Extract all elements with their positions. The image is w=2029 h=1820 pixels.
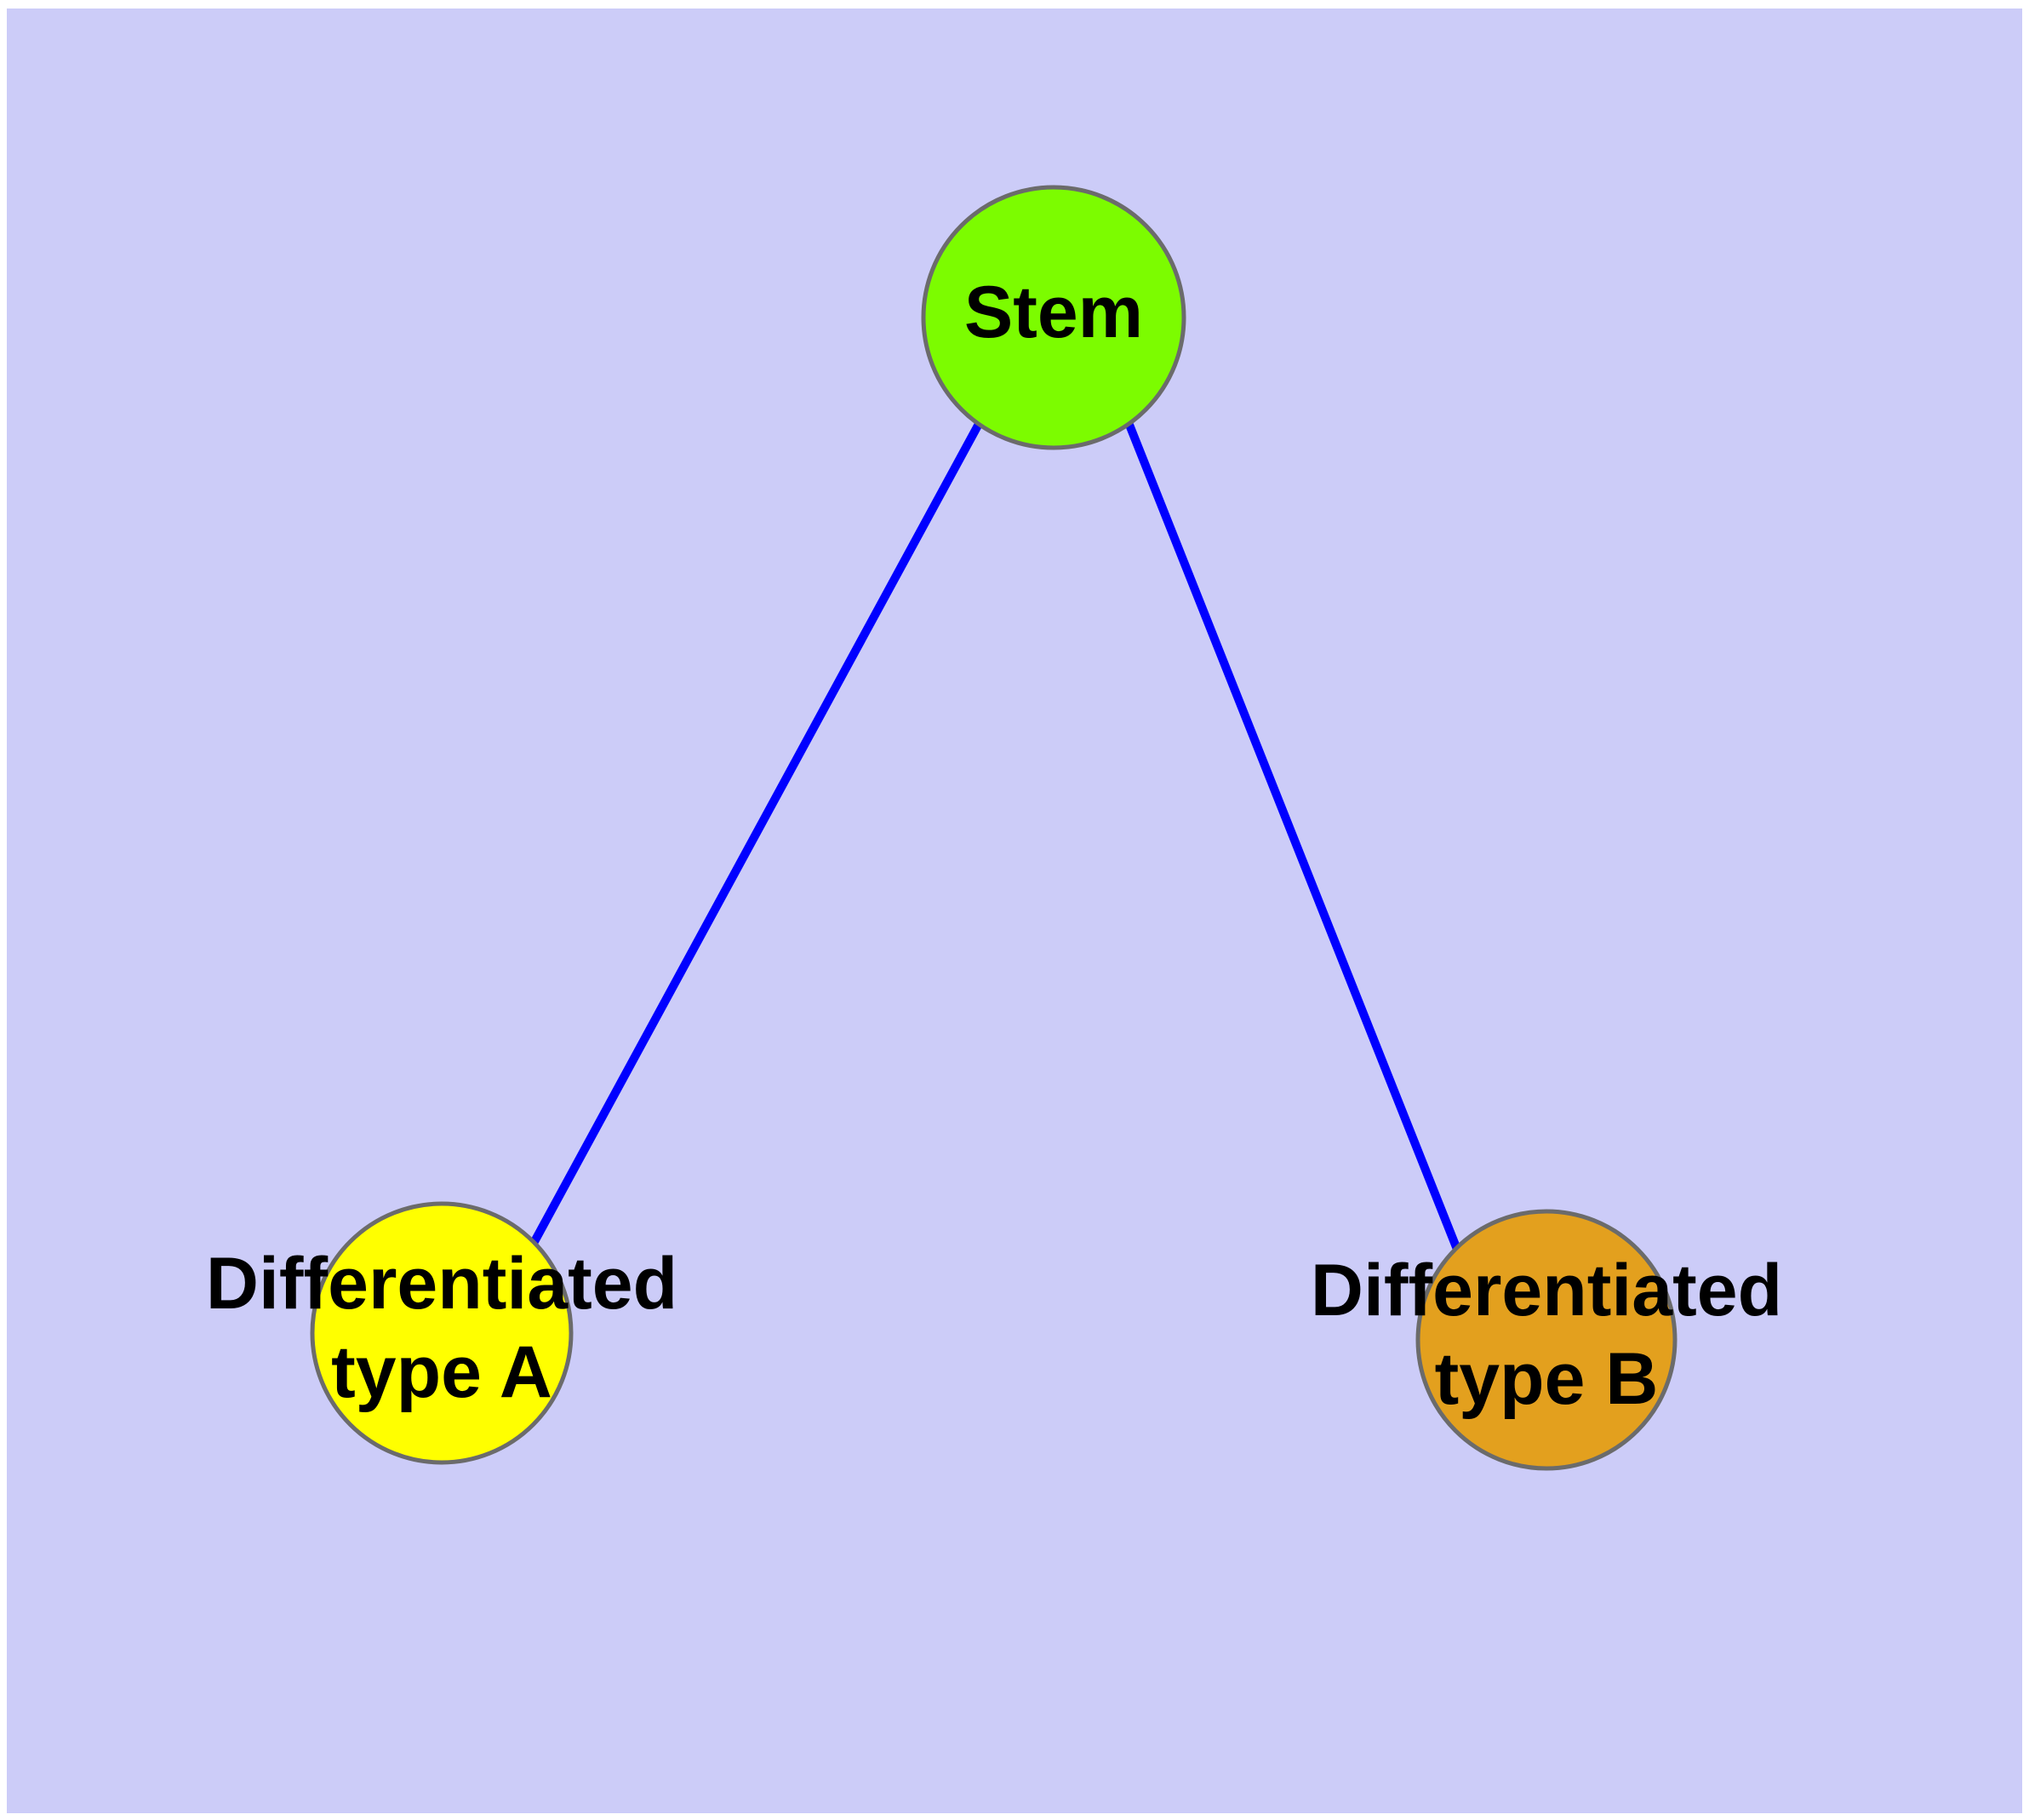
graph-node-diff_a[interactable] xyxy=(310,1201,574,1465)
graph-node-diff_b[interactable] xyxy=(1415,1209,1677,1471)
node-circle-diff_b[interactable] xyxy=(1415,1209,1677,1471)
node-label-line: Differentiated xyxy=(1311,1250,1782,1331)
edges-layer xyxy=(528,421,1462,1253)
graph-edge-stem-to-b[interactable] xyxy=(1125,423,1462,1253)
node-label-line: Differentiated xyxy=(206,1243,677,1325)
graph-node-stem[interactable] xyxy=(921,185,1186,450)
graph-edge-stem-to-a[interactable] xyxy=(528,421,983,1249)
node-circle-diff_a[interactable] xyxy=(310,1201,574,1465)
node-label-line: type B xyxy=(1435,1338,1659,1420)
node-circle-stem[interactable] xyxy=(921,185,1186,450)
node-label-line: Stem xyxy=(964,272,1143,353)
node-label-stem: Stem xyxy=(964,272,1143,353)
node-label-line: type A xyxy=(331,1331,552,1413)
